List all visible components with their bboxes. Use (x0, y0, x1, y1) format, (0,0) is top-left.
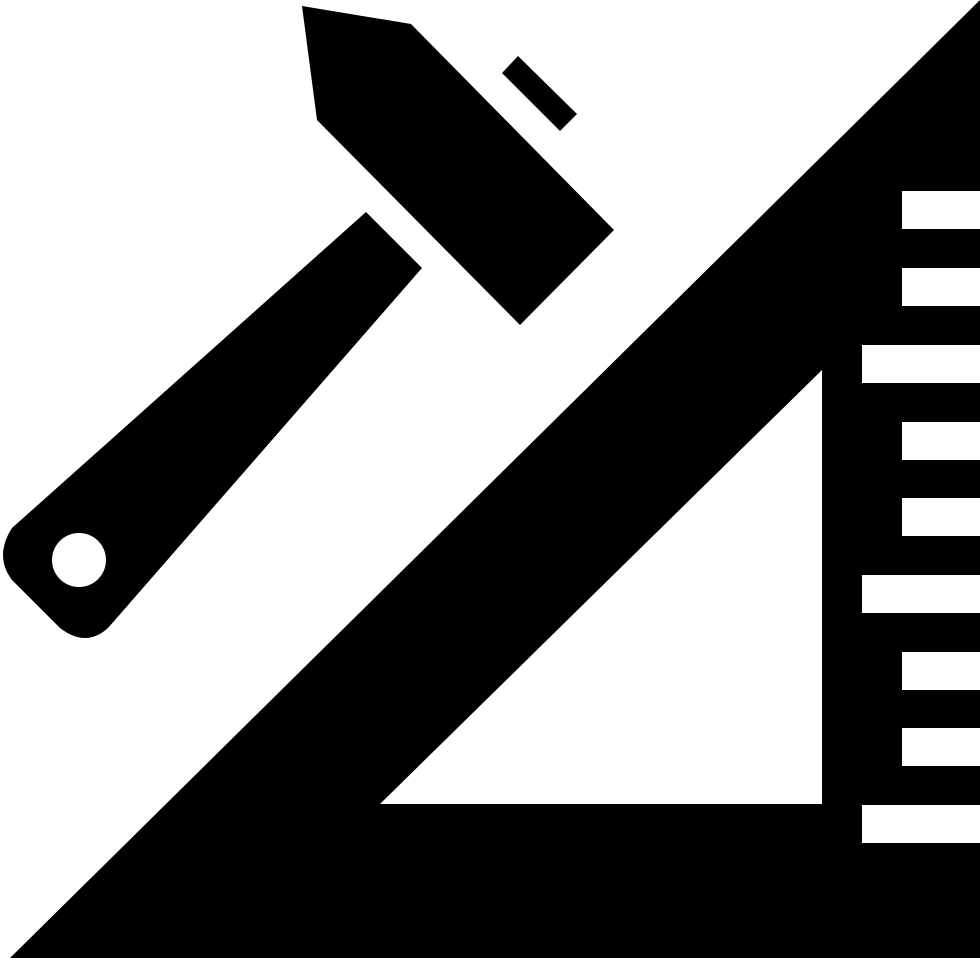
ruler-tick-long (862, 805, 980, 843)
ruler-tick-long (862, 575, 980, 613)
ruler-tick-short (902, 268, 980, 306)
ruler-tick-marks (862, 191, 980, 843)
hammer-head (302, 6, 614, 325)
hammer-handle (3, 212, 422, 638)
hammer-head-accent (502, 56, 577, 131)
ruler-tick-short (902, 728, 980, 766)
ruler-tick-short (902, 498, 980, 536)
ruler-tick-short (902, 422, 980, 460)
hammer-icon (3, 6, 614, 638)
set-square-icon (10, 0, 980, 958)
ruler-tick-short (902, 191, 980, 229)
ruler-tick-long (862, 345, 980, 383)
ruler-tick-short (902, 652, 980, 690)
set-square-body (10, 0, 980, 958)
